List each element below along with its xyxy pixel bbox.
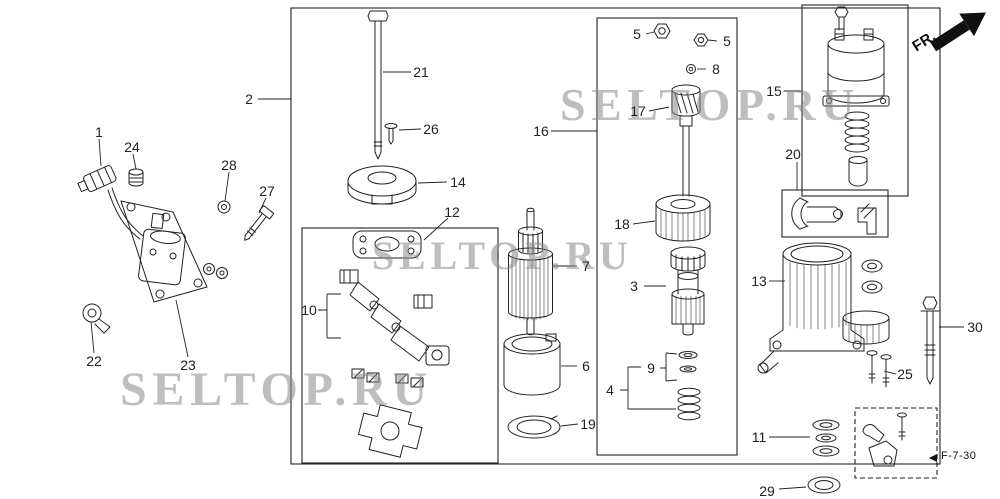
part-gear-housing bbox=[757, 242, 865, 374]
part-end-cap bbox=[347, 165, 417, 205]
part-shift-fork bbox=[791, 197, 843, 230]
part-nut-5-left bbox=[653, 23, 671, 39]
part-bolt-30 bbox=[920, 296, 940, 385]
part-plate-washers bbox=[203, 263, 228, 279]
part-plunger bbox=[848, 156, 868, 187]
part-brush-cap bbox=[842, 310, 890, 345]
part-mount-plate bbox=[120, 200, 208, 303]
part-clamp-kit bbox=[862, 412, 907, 467]
part-snap-ring bbox=[507, 415, 561, 439]
part-yoke bbox=[503, 333, 561, 396]
part-washers-9 bbox=[678, 351, 698, 373]
page-ref-arrow-icon bbox=[929, 454, 937, 462]
part-nut-5-right bbox=[693, 33, 709, 47]
part-overrunning-clutch bbox=[655, 194, 711, 242]
part-washer-28 bbox=[217, 200, 231, 214]
part-through-bolt bbox=[367, 10, 389, 160]
frame-boxes bbox=[290, 4, 941, 479]
part-bolt-27 bbox=[244, 205, 275, 241]
part-wire-connector bbox=[77, 165, 144, 240]
part-magnetic-switch bbox=[822, 28, 890, 107]
fr-arrow-icon bbox=[930, 12, 986, 52]
part-screw-26 bbox=[384, 123, 398, 145]
part-washer-8 bbox=[686, 64, 696, 74]
part-washer-29 bbox=[807, 476, 841, 494]
page-ref-label: F-7-30 bbox=[941, 450, 977, 462]
part-insulator-plate bbox=[357, 404, 423, 458]
part-housing-washers bbox=[861, 259, 883, 294]
part-screws-25 bbox=[866, 350, 892, 388]
part-bracket-plate bbox=[352, 230, 422, 259]
part-clip-22 bbox=[82, 303, 111, 334]
part-solenoid-spring bbox=[844, 111, 870, 153]
part-grommet bbox=[128, 168, 144, 187]
part-brushes bbox=[351, 368, 424, 388]
part-starter-relay bbox=[138, 212, 186, 286]
part-armature bbox=[508, 207, 553, 336]
part-fork-pin bbox=[857, 203, 877, 235]
part-spring bbox=[677, 387, 701, 421]
part-spline-shaft bbox=[670, 246, 706, 336]
part-solenoid-bolt bbox=[834, 6, 849, 31]
part-washers-11 bbox=[812, 419, 840, 457]
part-brush-holder bbox=[339, 269, 450, 366]
part-pinion-shaft bbox=[671, 84, 701, 197]
